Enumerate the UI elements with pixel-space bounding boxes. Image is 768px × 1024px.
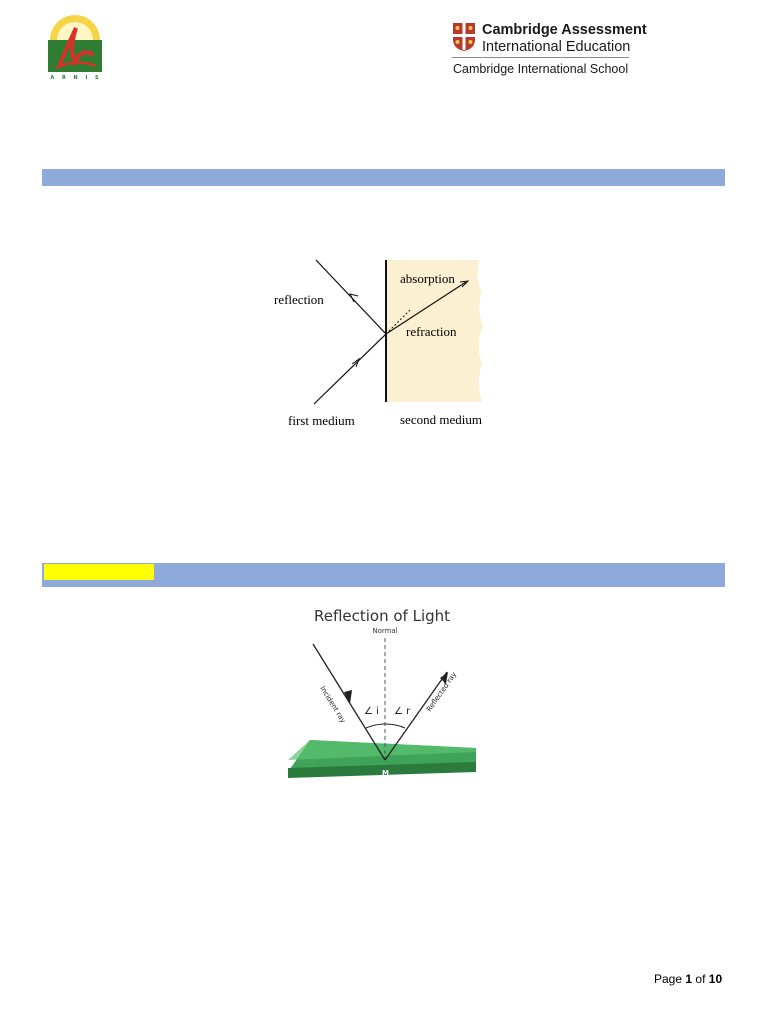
label-angle-i: ∠ i	[364, 706, 379, 717]
school-logo	[48, 15, 102, 72]
cambridge-subtitle: International Education	[482, 39, 631, 55]
cambridge-school-name: Cambridge International School	[453, 62, 629, 76]
diagram-title: Reflection of Light	[314, 607, 450, 625]
light-interaction-diagram: reflection absorption refraction first m…	[274, 259, 483, 428]
cambridge-shield-icon	[453, 23, 475, 51]
highlight-mark	[44, 564, 154, 580]
reflected-ray	[384, 671, 448, 761]
label-refraction: refraction	[406, 324, 457, 339]
label-first-medium: first medium	[288, 413, 355, 428]
section-heading-band-2	[42, 563, 725, 587]
label-reflection: reflection	[274, 292, 324, 307]
second-medium-region	[386, 260, 483, 402]
of-word: of	[695, 972, 706, 986]
cambridge-divider	[452, 57, 629, 58]
cambridge-title: Cambridge Assessment	[482, 22, 647, 38]
reflection-of-light-diagram: Reflection of Light Normal Incident ray …	[288, 607, 476, 790]
label-absorption: absorption	[400, 271, 455, 286]
refracted-ray	[385, 281, 467, 335]
school-logo-letters: A R N I S	[50, 75, 102, 81]
incident-ray	[313, 333, 387, 405]
label-normal: Normal	[372, 627, 397, 635]
label-mirror: Mirror	[430, 781, 458, 790]
page-number: Page 1 of 10	[654, 972, 722, 986]
absorption-path	[385, 309, 411, 335]
label-second-medium: second medium	[400, 412, 482, 427]
section-heading-band-1	[42, 169, 725, 186]
total-pages: 10	[708, 972, 723, 986]
label-angle-r: ∠ r	[394, 706, 411, 717]
page-word: Page	[654, 972, 683, 986]
label-incident-ray: Incident ray	[318, 685, 347, 725]
label-point-m: M	[382, 769, 389, 777]
current-page: 1	[685, 972, 693, 986]
